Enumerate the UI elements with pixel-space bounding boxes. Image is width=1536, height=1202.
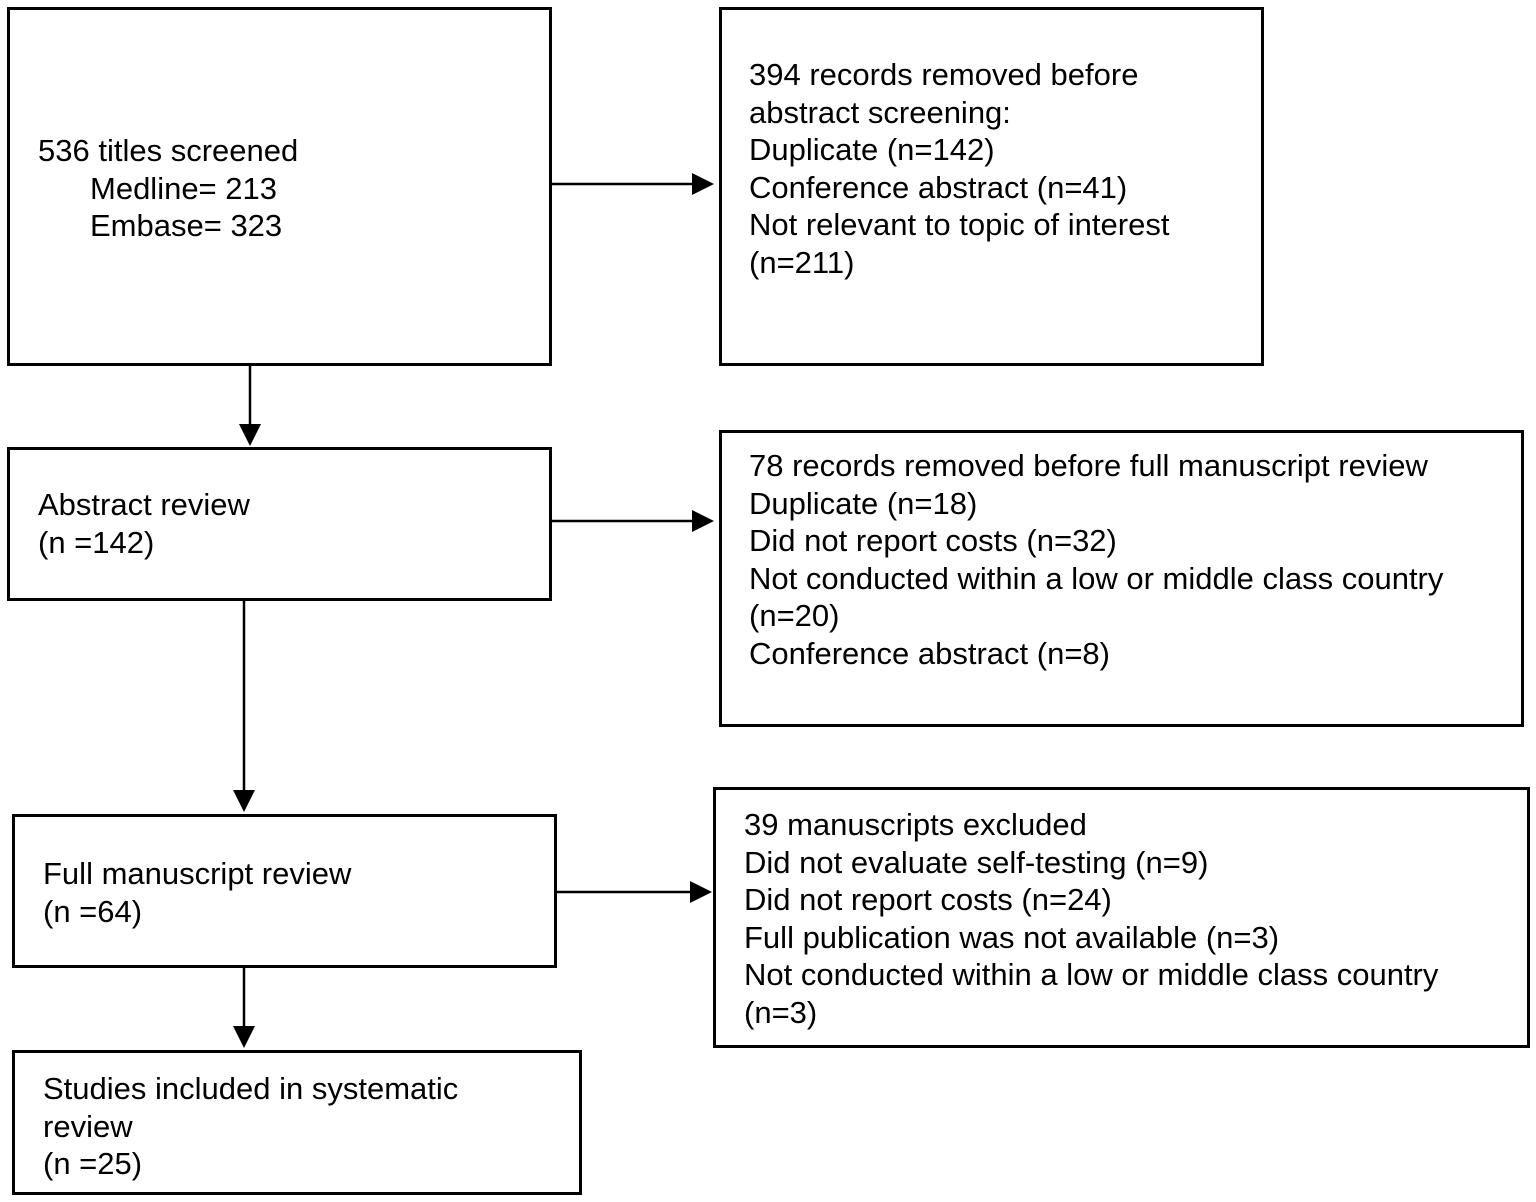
studies-included-line: Studies included in systematic xyxy=(43,1071,459,1106)
manuscripts-excluded-line: (n=3) xyxy=(744,994,818,1030)
arrowhead-right xyxy=(690,881,712,903)
abstract-review-box: Abstract review (n =142) xyxy=(7,447,552,601)
removed-before-full-line: (n=20) xyxy=(749,598,840,633)
embase-count: Embase= 323 xyxy=(90,208,283,243)
removed-before-abstract-line: Conference abstract (n=41) xyxy=(749,169,1128,205)
studies-included-line: (n =25) xyxy=(43,1146,143,1181)
full-manuscript-review-count: (n =64) xyxy=(43,893,143,929)
medline-count: Medline= 213 xyxy=(90,170,277,206)
titles-screened-box: 536 titles screened Medline= 213 Embase=… xyxy=(7,7,552,366)
studies-included-box: Studies included in systematic review (n… xyxy=(12,1050,582,1195)
manuscripts-excluded-line: 39 manuscripts excluded xyxy=(744,807,1087,842)
removed-before-full-line: Did not report costs (n=32) xyxy=(749,523,1117,558)
removed-before-abstract-line: 394 records removed before xyxy=(749,57,1139,92)
removed-before-full-box: 78 records removed before full manuscrip… xyxy=(719,430,1524,727)
removed-before-abstract-line: Not relevant to topic of interest xyxy=(749,207,1170,242)
abstract-review-count: (n =142) xyxy=(38,524,155,560)
manuscripts-excluded-line: Did not report costs (n=24) xyxy=(744,882,1112,917)
arrowhead-down xyxy=(233,790,255,812)
manuscripts-excluded-line: Did not evaluate self-testing (n=9) xyxy=(744,844,1209,880)
removed-before-abstract-line: (n=211) xyxy=(749,244,855,280)
removed-before-full-line: 78 records removed before full manuscrip… xyxy=(749,448,1428,483)
titles-screened-heading: 536 titles screened xyxy=(38,133,299,168)
removed-before-abstract-box: 394 records removed before abstract scre… xyxy=(719,7,1264,366)
arrowhead-down xyxy=(239,424,261,446)
manuscripts-excluded-box: 39 manuscripts excluded Did not evaluate… xyxy=(713,787,1530,1048)
arrowhead-down xyxy=(233,1026,255,1048)
removed-before-abstract-line: Duplicate (n=142) xyxy=(749,132,995,167)
arrowhead-right xyxy=(692,510,714,532)
removed-before-abstract-line: abstract screening: xyxy=(749,94,1011,130)
arrowhead-right xyxy=(692,173,714,195)
full-manuscript-review-box: Full manuscript review (n =64) xyxy=(12,814,557,968)
removed-before-full-line: Conference abstract (n=8) xyxy=(749,635,1110,671)
full-manuscript-review-label: Full manuscript review xyxy=(43,856,352,891)
studies-included-line: review xyxy=(43,1108,133,1144)
abstract-review-label: Abstract review xyxy=(38,487,250,522)
removed-before-full-line: Duplicate (n=18) xyxy=(749,485,978,521)
manuscripts-excluded-line: Not conducted within a low or middle cla… xyxy=(744,957,1439,992)
removed-before-full-line: Not conducted within a low or middle cla… xyxy=(749,560,1444,596)
manuscripts-excluded-line: Full publication was not available (n=3) xyxy=(744,919,1280,955)
